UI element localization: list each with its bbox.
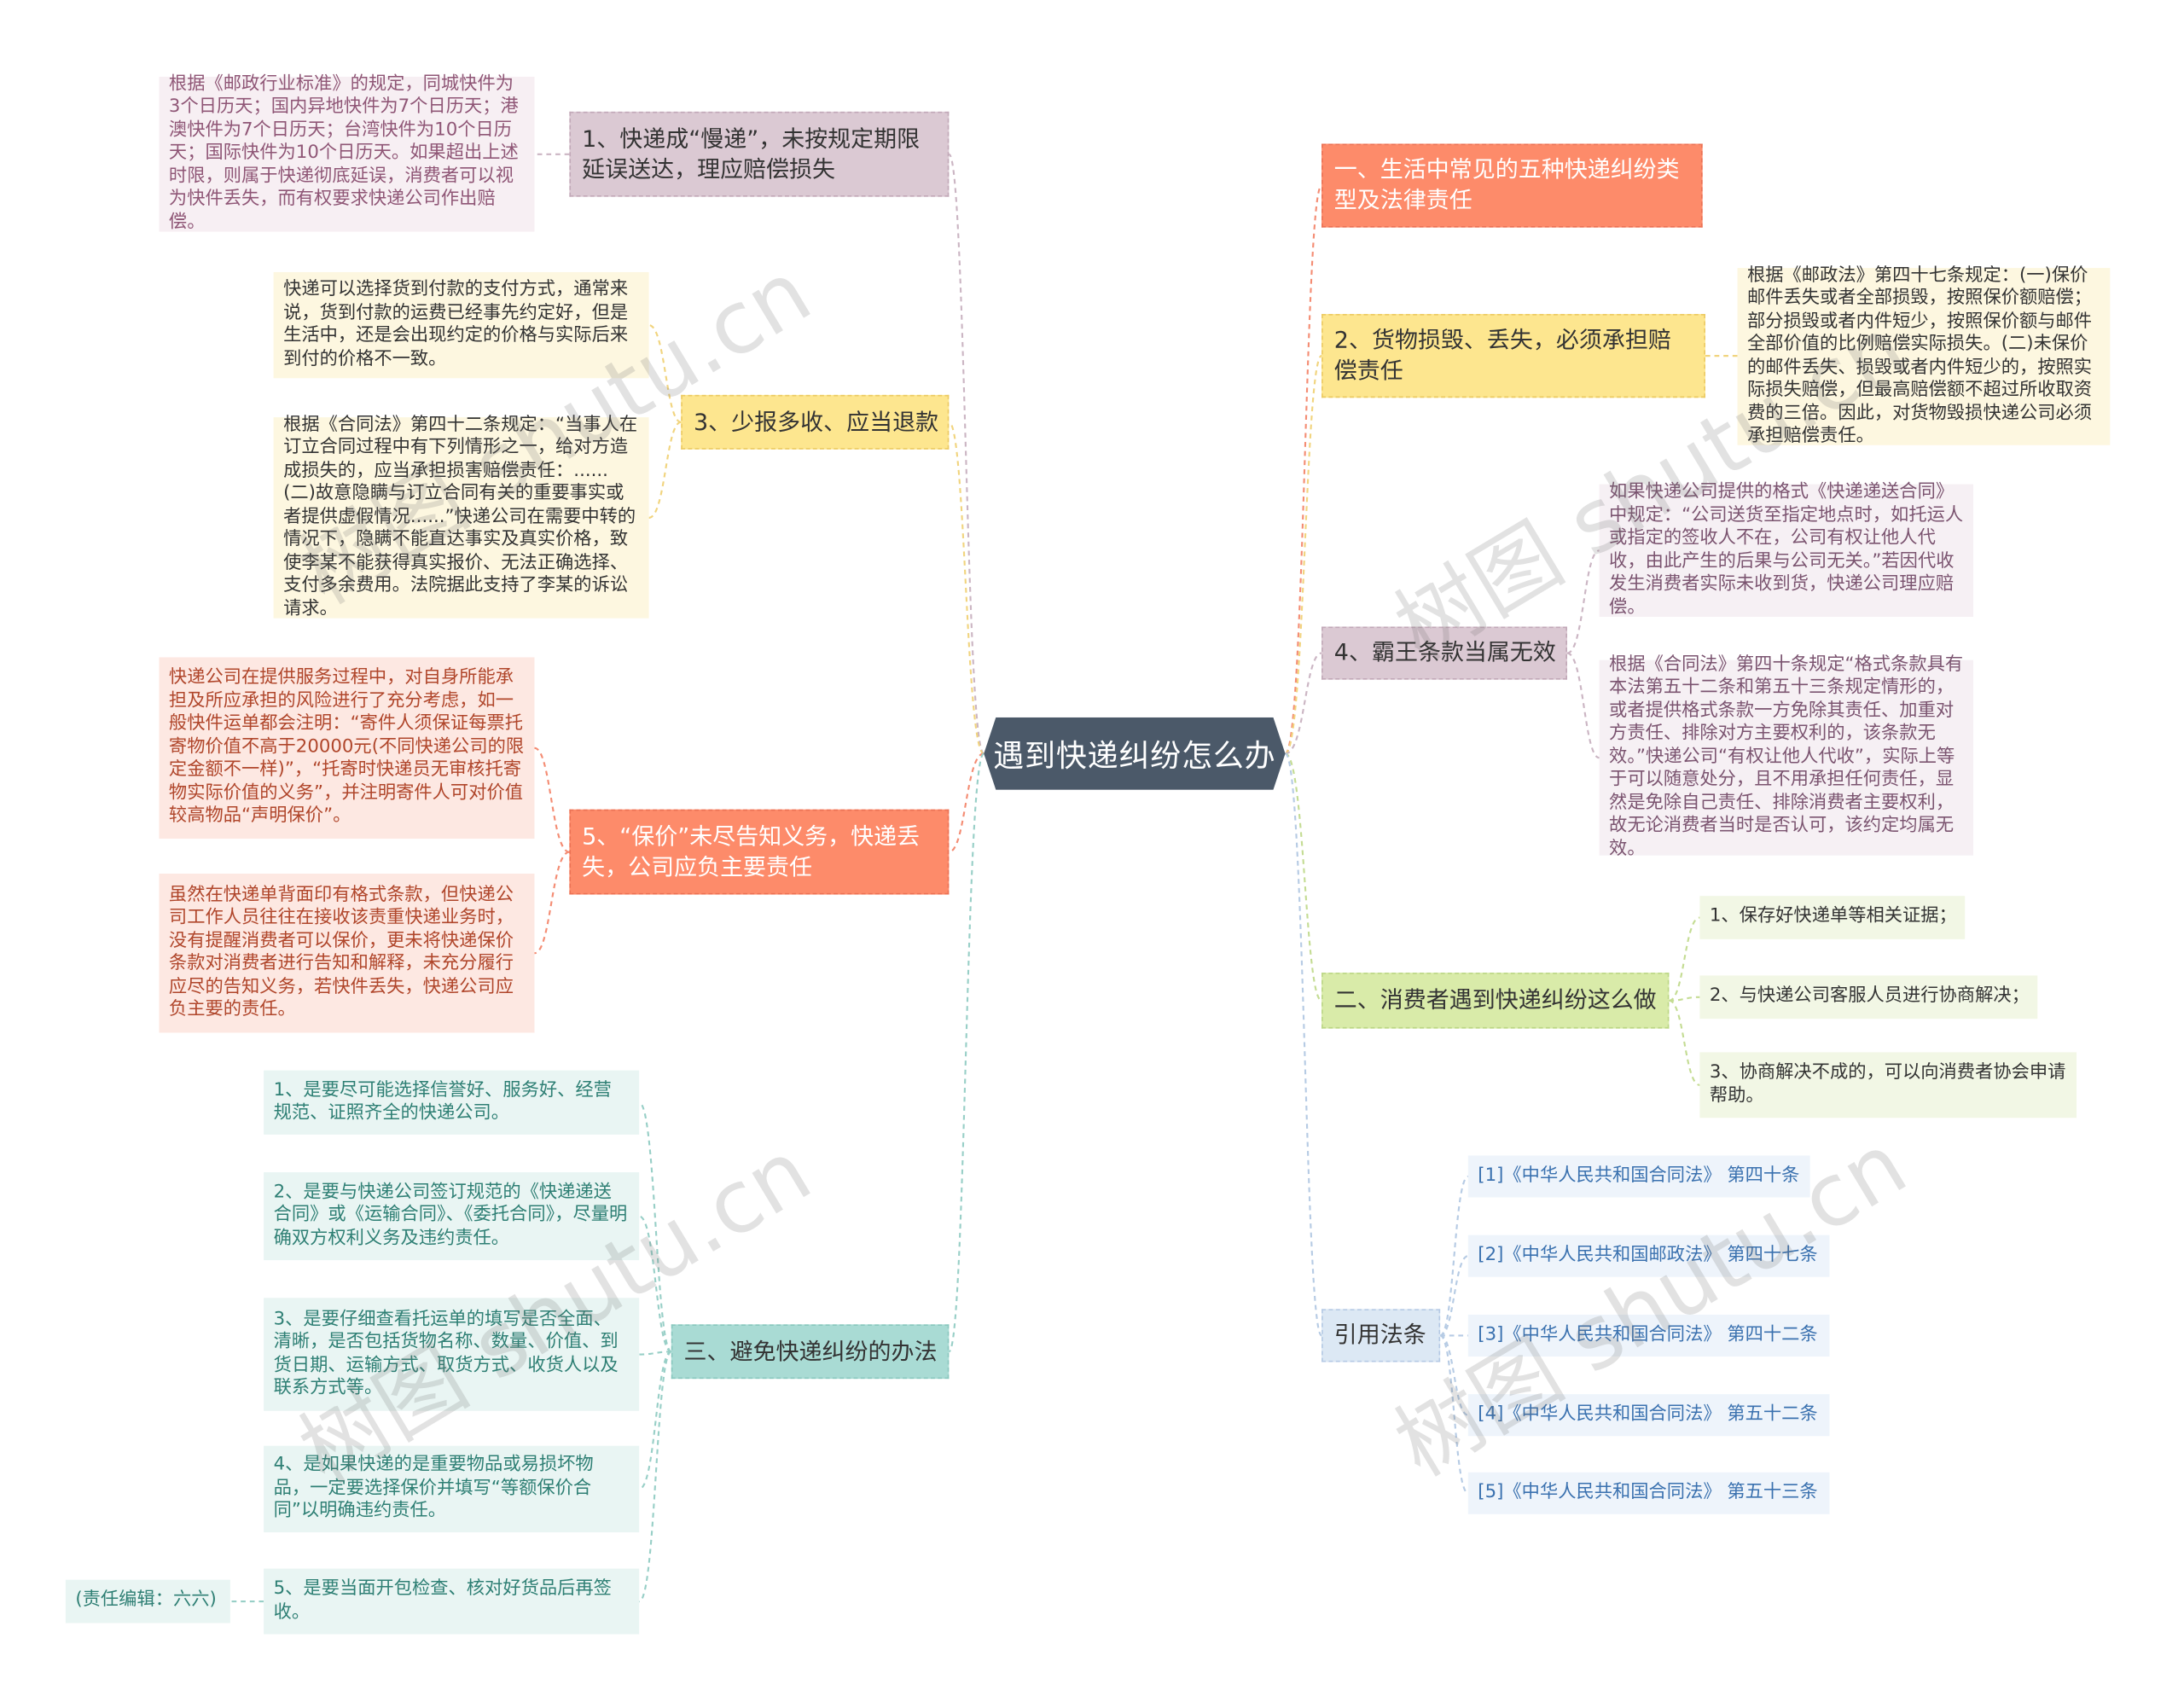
leaf-waybill-notice: 快递公司在提供服务过程中，对自身所能承担及所应承担的风险进行了充分考虑，如一般快… [159, 657, 535, 839]
connector [1284, 355, 1323, 755]
leaf-postal-law-article-47: 根据《邮政法》第四十七条规定：(一)保价邮件丢失或者全部损毁，按照保价额赔偿；部… [1737, 264, 2111, 446]
central-topic: 遇到快递纠纷怎么办 [984, 717, 1286, 790]
branch-insured-value-notice: 5、“保价”未尽告知义务，快递丢失，公司应负主要责任 [569, 809, 950, 895]
leaf-contract-law-article-40: 根据《合同法》第四十条规定“格式条款具有本法第五十二条和第五十三条规定情形的，或… [1599, 654, 1973, 859]
leaf-step-negotiate: 2、与快递公司客服人员进行协商解决； [1699, 975, 2038, 1020]
branch-dispute-types: 一、生活中常见的五种快递纠纷类型及法律责任 [1321, 143, 1703, 228]
citation-item: [4]《中华人民共和国合同法》 第五十二条 [1467, 1394, 1830, 1437]
leaf-duty-to-inform: 虽然在快递单背面印有格式条款，但快递公司工作人员往往在接收该责重快递业务时，没有… [159, 874, 535, 1033]
branch-cited-laws: 引用法条 [1321, 1309, 1441, 1362]
leaf-tip-insure-valuables: 4、是如果快递的是重要物品或易损坏物品，一定要选择保价并填写“等额保价合同”以明… [264, 1445, 640, 1533]
connector [948, 752, 985, 853]
connector [1668, 916, 1700, 1002]
connector [638, 1351, 672, 1603]
leaf-step-keep-evidence: 1、保存好快递单等相关证据； [1699, 896, 1966, 939]
leaf-delivery-contract-clause: 如果快递公司提供的格式《快递递送合同》中规定：“公司送货至指定地点时，如托运人或… [1599, 481, 1973, 618]
citation-item: [5]《中华人民共和国合同法》 第五十三条 [1467, 1472, 1830, 1514]
connector [534, 747, 570, 853]
leaf-tip-choose-company: 1、是要尽可能选择信誉好、服务好、经营规范、证照齐全的快递公司。 [264, 1070, 640, 1135]
branch-prevention-methods: 三、避免快递纠纷的办法 [671, 1324, 950, 1380]
connector [638, 1215, 672, 1353]
editor-note: (责任编辑：六六) [65, 1579, 230, 1624]
connector [1439, 1334, 1469, 1416]
leaf-step-consumer-association: 3、协商解决不成的，可以向消费者协会申请帮助。 [1699, 1052, 2077, 1118]
connector [534, 851, 570, 955]
connector [1566, 652, 1600, 759]
connector [1669, 996, 1700, 1002]
connector [948, 752, 985, 1353]
citation-item: [1]《中华人民共和国合同法》 第四十条 [1467, 1155, 1810, 1198]
leaf-tip-sign-contract: 2、是要与快递公司签订规范的《快递递送合同》或《运输合同》、《委托合同》，尽量明… [264, 1172, 640, 1261]
connector [639, 1351, 671, 1356]
connector [1566, 549, 1600, 654]
connector [948, 421, 985, 755]
branch-delayed-delivery: 1、快递成“慢递”，未按规定期限延误送达，理应赔偿损失 [569, 111, 950, 197]
connector [648, 324, 682, 423]
branch-unfair-terms: 4、霸王条款当属无效 [1321, 626, 1567, 680]
connector [638, 1101, 672, 1353]
connector [1439, 1175, 1469, 1337]
connector [1439, 1255, 1469, 1337]
leaf-postal-industry-standard: 根据《邮政行业标准》的规定，同城快件为3个日历天；国内异地快件为7个日历天；港澳… [159, 73, 535, 233]
connector [648, 421, 682, 519]
leaf-tip-check-waybill: 3、是要仔细查看托运单的填写是否全面、清晰，是否包括货物名称、数量、价值、到货日… [264, 1298, 640, 1411]
connector [1668, 999, 1700, 1086]
connector [1285, 652, 1322, 755]
branch-consumer-steps: 二、消费者遇到快递纠纷这么做 [1321, 973, 1670, 1029]
connector [1284, 184, 1323, 755]
connector [948, 153, 985, 755]
connector [1439, 1334, 1469, 1495]
leaf-tip-inspect-before-signing: 5、是要当面开包检查、核对好货品后再签收。 [264, 1568, 640, 1635]
branch-overcharge-refund: 3、少报多收、应当退款 [681, 394, 950, 450]
branch-damage-loss: 2、货物损毁、丢失，必须承担赔偿责任 [1321, 314, 1705, 398]
leaf-cash-on-delivery: 快递可以选择货到付款的支付方式，通常来说，货到付款的运费已经事先约定好，但是生活… [273, 271, 649, 379]
connector [638, 1351, 672, 1490]
connector [1285, 752, 1323, 1002]
citation-item: [2]《中华人民共和国邮政法》 第四十七条 [1467, 1235, 1830, 1277]
citation-item: [3]《中华人民共和国合同法》 第四十二条 [1467, 1314, 1830, 1357]
connector [1284, 752, 1323, 1337]
leaf-contract-law-article-42: 根据《合同法》第四十二条规定：“当事人在订立合同过程中有下列情形之一，给对方造成… [273, 414, 649, 619]
